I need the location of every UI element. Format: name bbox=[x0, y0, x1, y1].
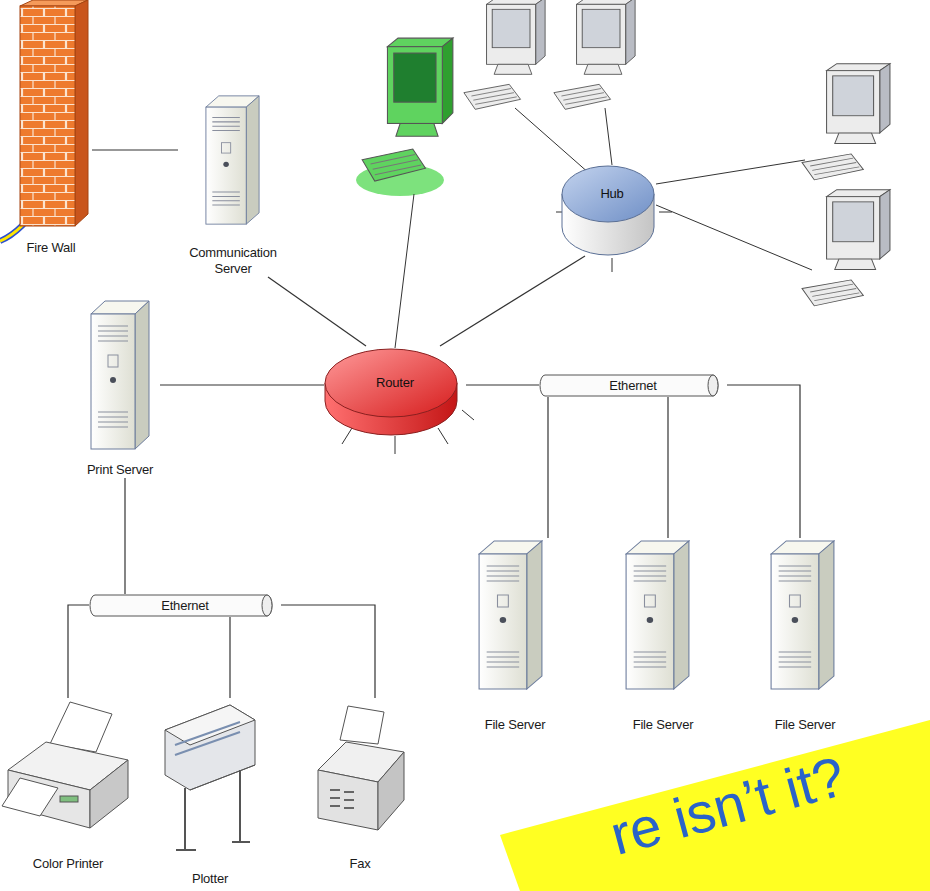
network-link bbox=[440, 256, 585, 346]
network-link bbox=[160, 384, 324, 385]
network-link bbox=[92, 149, 178, 150]
node-label: Communication Server bbox=[183, 245, 283, 277]
node-label: Fire Wall bbox=[27, 240, 76, 256]
fax-node: Fax bbox=[308, 698, 412, 872]
server-node: File Server bbox=[760, 538, 850, 733]
server-node: File Server bbox=[618, 538, 708, 733]
node-label: Color Printer bbox=[33, 856, 103, 872]
ethernet-bus: Ethernet bbox=[539, 374, 727, 397]
network-link bbox=[727, 385, 800, 538]
node-label: Fax bbox=[349, 856, 370, 872]
server-node: File Server bbox=[470, 538, 560, 733]
network-link bbox=[547, 397, 548, 538]
node-label: Router bbox=[324, 375, 466, 391]
network-link bbox=[281, 605, 375, 698]
printer-node: Color Printer bbox=[2, 698, 134, 872]
network-link bbox=[268, 277, 366, 346]
server-node: Print Server bbox=[80, 300, 160, 478]
node-label: Plotter bbox=[192, 871, 228, 887]
server-node: Communication Server bbox=[178, 95, 288, 277]
node-label: Ethernet bbox=[89, 594, 281, 617]
node-label: Print Server bbox=[87, 462, 153, 478]
node-label: File Server bbox=[775, 717, 836, 733]
router-disc: Router bbox=[324, 346, 466, 436]
ethernet-bus: Ethernet bbox=[89, 594, 281, 617]
disc-outline bbox=[324, 346, 458, 436]
node-label: File Server bbox=[633, 717, 694, 733]
node-label: Ethernet bbox=[539, 374, 727, 397]
network-link bbox=[667, 397, 668, 538]
node-label: Hub bbox=[561, 186, 663, 202]
banner-text: re isn’t it? bbox=[604, 744, 852, 868]
plotter-node: Plotter bbox=[158, 698, 262, 887]
disc-outline bbox=[561, 164, 655, 256]
firewall-node: Fire Wall bbox=[10, 2, 92, 256]
hub-disc: Hub bbox=[561, 164, 663, 256]
network-link bbox=[466, 384, 539, 385]
network-link bbox=[68, 605, 89, 698]
node-label: File Server bbox=[485, 717, 546, 733]
network-link bbox=[124, 478, 125, 594]
network-link bbox=[229, 617, 230, 698]
